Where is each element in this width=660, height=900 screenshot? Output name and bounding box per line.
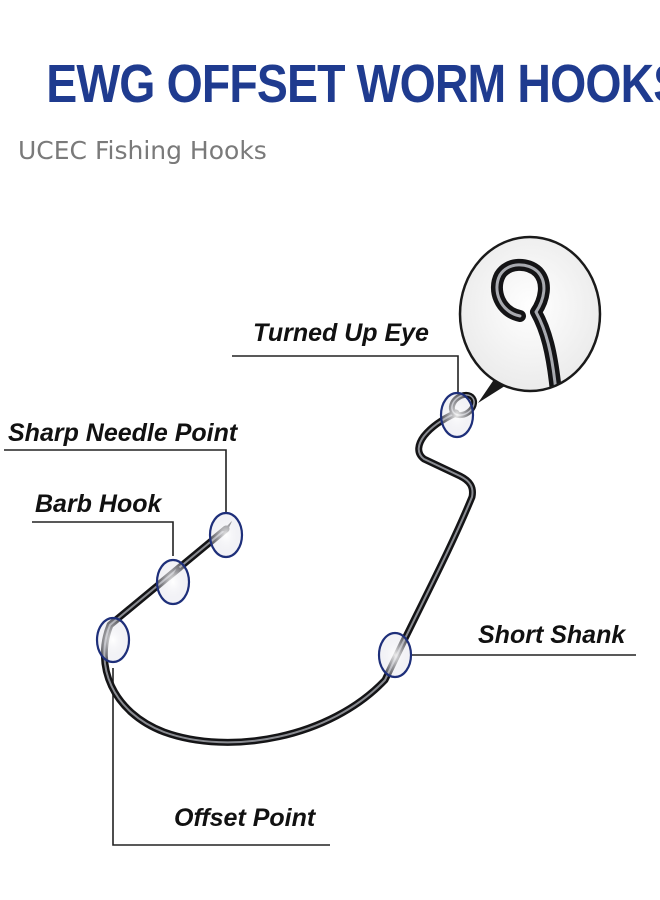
leader-lines [4,355,636,846]
marker-ring-shank [377,631,413,679]
marker-ring-barb [155,558,191,606]
marker-ring-offset [95,616,131,664]
page-subtitle: UCEC Fishing Hooks [18,136,267,165]
label-short-shank: Short Shank [478,621,626,649]
marker-ring-eye [439,391,475,439]
marker-ring-sharp-point [208,511,244,559]
leader-line-barb [32,521,174,556]
leader-line-offset [112,668,330,846]
marker-rings [95,391,475,679]
leader-line-eye [232,355,459,393]
label-barb-hook: Barb Hook [35,490,162,518]
eye-zoom-callout [458,235,602,393]
hook-wire-highlight [103,412,474,744]
label-offset-point: Offset Point [174,804,316,832]
label-sharp-needle-point: Sharp Needle Point [8,419,238,447]
label-turned-up-eye: Turned Up Eye [253,319,429,347]
leader-line-sharp-point [4,449,227,512]
page-title: EWG OFFSET WORM HOOKS [46,54,660,114]
